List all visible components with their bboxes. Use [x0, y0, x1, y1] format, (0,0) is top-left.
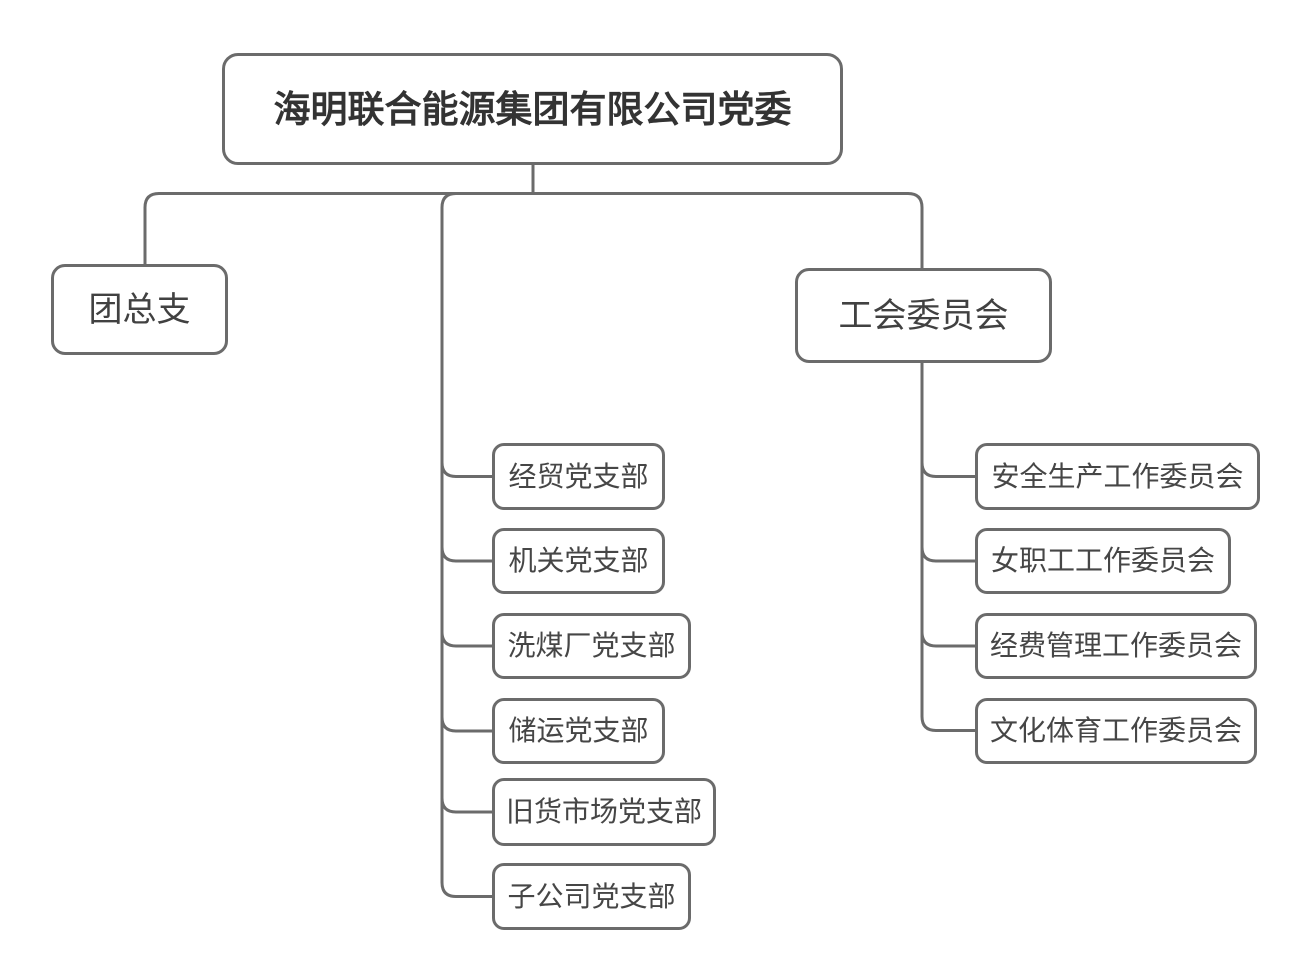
connector-spine-to-branch-3	[440, 631, 492, 648]
node-committee-work-safety-label: 安全生产工作委员会	[991, 460, 1244, 492]
node-party-branch-subsidiary: 子公司党支部	[492, 863, 691, 930]
node-committee-work-safety: 安全生产工作委员会	[975, 443, 1260, 510]
node-party-branch-storage-transport-label: 储运党支部	[508, 715, 649, 746]
connector-union-to-committee-3	[920, 631, 975, 648]
node-party-branch-office-label: 机关党支部	[508, 545, 649, 576]
node-party-branch-secondhand-market: 旧货市场党支部	[492, 778, 716, 846]
node-party-branch-storage-transport: 储运党支部	[492, 698, 665, 764]
node-committee-women-workers-label: 女职工工作委员会	[990, 545, 1215, 576]
node-party-branch-coal-washing: 洗煤厂党支部	[492, 613, 691, 679]
node-party-committee-root: 海明联合能源集团有限公司党委	[222, 53, 843, 165]
node-party-committee-root-label: 海明联合能源集团有限公司党委	[273, 88, 792, 130]
node-party-branch-subsidiary-label: 子公司党支部	[507, 880, 676, 912]
node-youth-league-label: 团总支	[88, 290, 191, 329]
node-party-branch-office: 机关党支部	[492, 528, 665, 594]
connector-spine-to-branch-4	[440, 716, 492, 733]
connector-spine-to-branch-1	[440, 462, 492, 478]
connector-root-to-branch-spine	[440, 192, 533, 898]
connector-root-to-right-child	[533, 192, 924, 268]
node-party-branch-secondhand-market-label: 旧货市场党支部	[505, 796, 702, 827]
node-union-committee-label: 工会委员会	[838, 296, 1009, 335]
node-party-branch-coal-washing-label: 洗煤厂党支部	[507, 630, 676, 661]
node-youth-league: 团总支	[51, 264, 228, 355]
node-committee-funds-management-label: 经费管理工作委员会	[989, 630, 1242, 661]
connector-root-to-left-child	[143, 192, 533, 264]
node-committee-women-workers: 女职工工作委员会	[975, 528, 1231, 594]
node-party-branch-trade: 经贸党支部	[492, 443, 665, 510]
node-committee-funds-management: 经费管理工作委员会	[975, 613, 1257, 679]
node-party-branch-trade-label: 经贸党支部	[508, 460, 649, 492]
node-committee-culture-sports: 文化体育工作委员会	[975, 698, 1257, 764]
node-committee-culture-sports-label: 文化体育工作委员会	[989, 715, 1242, 746]
connector-spine-to-branch-5	[440, 797, 492, 814]
node-union-committee: 工会委员会	[795, 268, 1052, 363]
connector-union-spine	[920, 363, 975, 732]
connector-union-to-committee-2	[920, 546, 975, 563]
connector-spine-to-branch-2	[440, 546, 492, 563]
connector-union-to-committee-1	[920, 462, 975, 478]
